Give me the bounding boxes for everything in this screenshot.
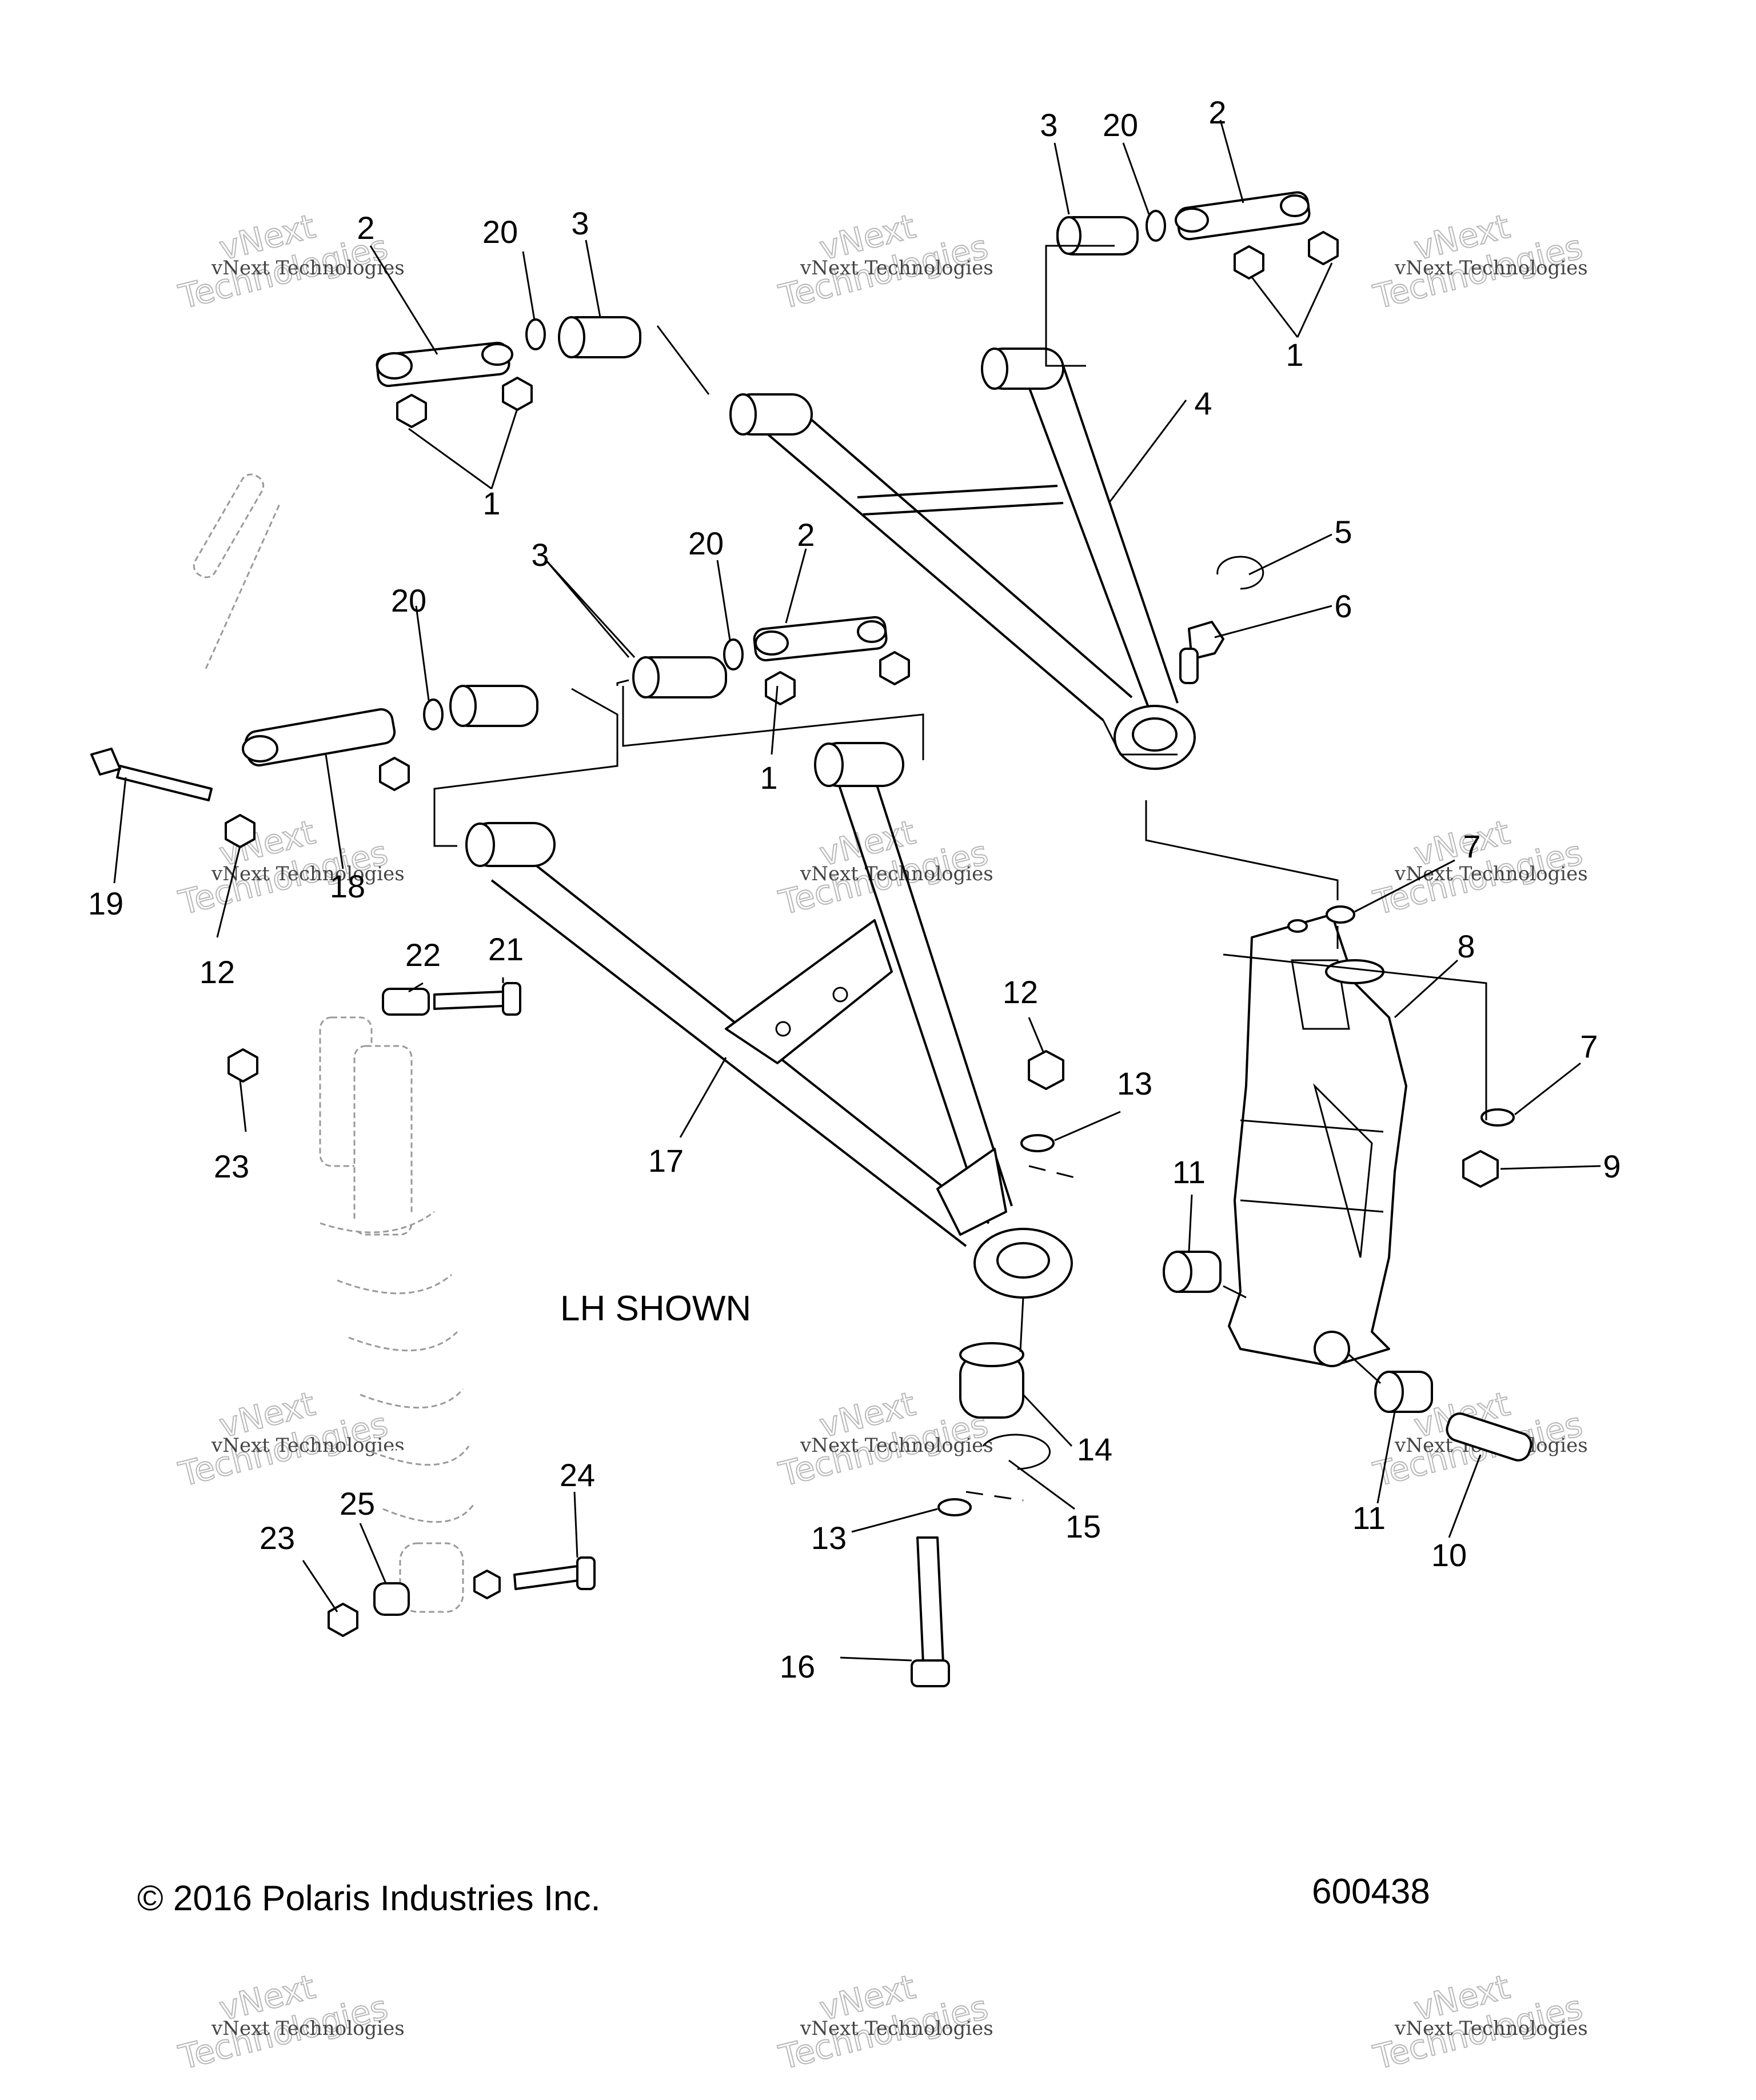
lower-a-arm bbox=[465, 742, 1073, 1299]
callout-9: 9 bbox=[1603, 1148, 1621, 1184]
lh-shown-note: LH SHOWN bbox=[560, 1289, 751, 1328]
svg-text:vNext Technologies: vNext Technologies bbox=[211, 257, 405, 280]
callout-23: 23 bbox=[214, 1148, 249, 1184]
callout-16: 16 bbox=[780, 1648, 815, 1684]
callout-15: 15 bbox=[1065, 1508, 1101, 1544]
callout-7: 7 bbox=[1463, 828, 1480, 864]
callout-5: 5 bbox=[1334, 514, 1352, 550]
callout-8: 8 bbox=[1457, 928, 1475, 964]
callout-1: 1 bbox=[760, 760, 777, 796]
upper-a-arm bbox=[729, 348, 1196, 770]
callout-17: 17 bbox=[648, 1143, 684, 1179]
svg-text:vNext Technologies: vNext Technologies bbox=[800, 2017, 993, 2040]
callout-13: 13 bbox=[1117, 1065, 1152, 1101]
svg-text:vNext Technologies: vNext Technologies bbox=[800, 257, 993, 280]
callout-3: 3 bbox=[1040, 107, 1057, 143]
watermark-bottom-right: vNext Technologies vNext Technologies bbox=[1369, 1967, 1588, 2078]
watermark-bottom-center: vNext Technologies vNext Technologies bbox=[775, 1967, 993, 2078]
callout-20: 20 bbox=[688, 525, 724, 561]
callout-25: 25 bbox=[340, 1486, 375, 1522]
watermark-lower-left: vNext Technologies vNext Technologies bbox=[174, 1384, 405, 1495]
copyright: © 2016 Polaris Industries Inc. bbox=[137, 1879, 601, 1918]
svg-text:vNext Technologies: vNext Technologies bbox=[211, 1434, 405, 1457]
callout-4: 4 bbox=[1194, 385, 1212, 421]
callout-10: 10 bbox=[1431, 1537, 1467, 1573]
watermark-bottom-left: vNext Technologies vNext Technologies bbox=[174, 1967, 405, 2078]
callout-2: 2 bbox=[1208, 94, 1226, 130]
callout-14: 14 bbox=[1077, 1431, 1112, 1467]
svg-text:vNext Technologies: vNext Technologies bbox=[1394, 863, 1588, 885]
callout-6: 6 bbox=[1334, 588, 1352, 624]
callout-13: 13 bbox=[811, 1520, 847, 1556]
callout-1: 1 bbox=[482, 485, 500, 521]
figure-number: 600438 bbox=[1312, 1872, 1430, 1911]
svg-text:vNext Technologies: vNext Technologies bbox=[211, 863, 405, 885]
callout-3: 3 bbox=[571, 205, 589, 241]
svg-text:vNext Technologies: vNext Technologies bbox=[800, 1434, 993, 1457]
callout-12: 12 bbox=[1003, 974, 1038, 1010]
callout-20: 20 bbox=[1103, 107, 1138, 143]
callout-1: 1 bbox=[1286, 337, 1303, 373]
svg-text:vNext Technologies: vNext Technologies bbox=[1394, 257, 1588, 280]
callout-11: 11 bbox=[1352, 1500, 1386, 1536]
callout-labels: 2 20 3 1 3 20 2 1 4 5 6 3 20 2 20 1 19 1… bbox=[88, 94, 1621, 1684]
assembly-lines bbox=[433, 245, 1487, 1502]
callout-22: 22 bbox=[405, 937, 441, 973]
callout-20: 20 bbox=[482, 214, 518, 250]
watermark-mid-center: vNext Technologies vNext Technologies bbox=[775, 812, 993, 923]
callout-19: 19 bbox=[88, 885, 123, 921]
callout-24: 24 bbox=[560, 1457, 595, 1493]
svg-text:vNext Technologies: vNext Technologies bbox=[800, 863, 993, 885]
callout-2: 2 bbox=[357, 210, 374, 246]
leader-lines bbox=[113, 119, 1601, 1662]
svg-text:vNext Technologies: vNext Technologies bbox=[1394, 2017, 1588, 2040]
callout-7: 7 bbox=[1580, 1028, 1598, 1064]
callout-12: 12 bbox=[199, 954, 235, 990]
callout-23: 23 bbox=[260, 1520, 295, 1556]
svg-text:vNext Technologies: vNext Technologies bbox=[211, 2017, 405, 2040]
callout-21: 21 bbox=[488, 931, 524, 967]
watermark-top-center: vNext Technologies vNext Technologies bbox=[775, 206, 993, 317]
hardware bbox=[90, 191, 1532, 1687]
shock-absorber bbox=[193, 473, 476, 1613]
callout-3: 3 bbox=[531, 537, 549, 573]
callout-11: 11 bbox=[1172, 1154, 1206, 1190]
spindle bbox=[1228, 913, 1407, 1367]
callout-2: 2 bbox=[797, 517, 815, 553]
callout-20: 20 bbox=[391, 582, 426, 618]
watermark-mid-left: vNext Technologies vNext Technologies bbox=[174, 812, 405, 923]
callout-18: 18 bbox=[330, 868, 365, 904]
watermark-top-right: vNext Technologies vNext Technologies bbox=[1369, 206, 1588, 317]
